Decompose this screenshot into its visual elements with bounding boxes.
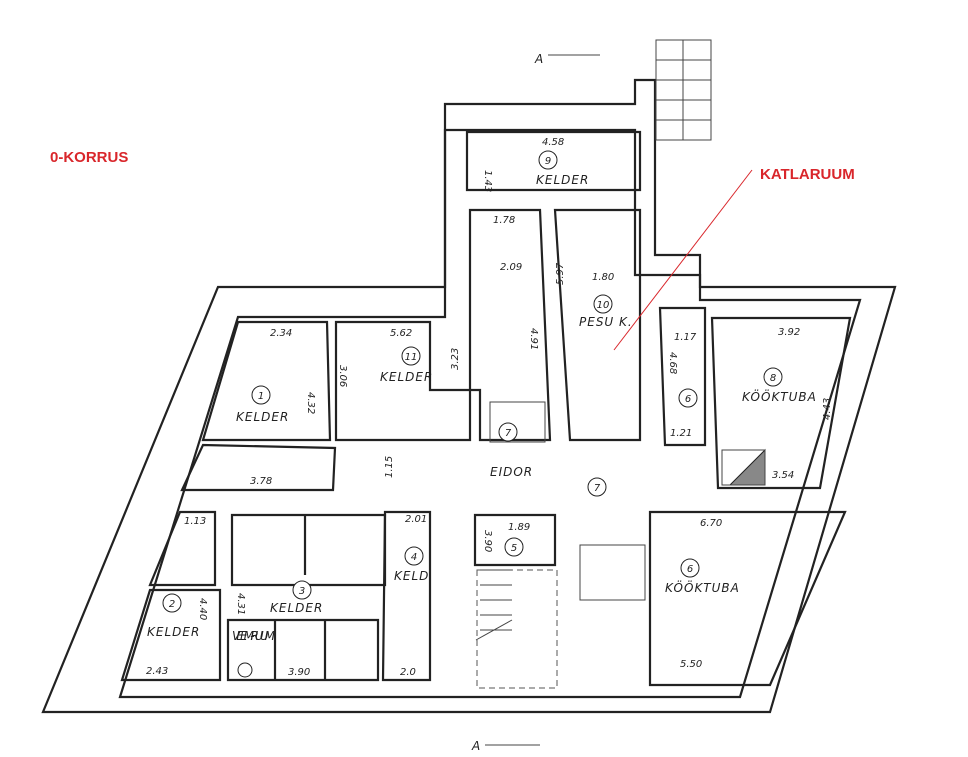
svg-text:4.31: 4.31 <box>235 593 246 615</box>
svg-text:1.89: 1.89 <box>508 522 530 533</box>
room-9: 9 KELDER 4.58 1.43 <box>482 137 589 192</box>
svg-text:1: 1 <box>258 391 264 402</box>
room-6-kooktuba: 6 KÖÖKTUBA 6.70 5.50 <box>665 518 740 670</box>
svg-text:KELDER: KELDER <box>380 370 433 384</box>
svg-text:7: 7 <box>594 483 601 494</box>
svg-text:1.43: 1.43 <box>482 170 493 192</box>
room-1: 1 KELDER 2.34 4.32 3.78 <box>236 328 316 487</box>
svg-text:3: 3 <box>299 586 305 597</box>
section-mark-top: A <box>534 52 544 66</box>
svg-text:2.34: 2.34 <box>270 328 292 339</box>
svg-text:4.68: 4.68 <box>667 352 678 374</box>
room-6-small: 6 1.17 4.68 1.21 <box>667 332 698 439</box>
svg-text:PESU K.: PESU K. <box>579 315 633 329</box>
katlaruum-annotation: KATLARUUM <box>760 166 855 183</box>
svg-text:4.43: 4.43 <box>822 398 833 420</box>
svg-text:4: 4 <box>411 552 417 563</box>
floor-title: 0-KORRUS <box>50 149 128 166</box>
svg-text:1.21: 1.21 <box>670 428 692 439</box>
svg-text:5.62: 5.62 <box>390 328 412 339</box>
annotation-leader-line <box>613 169 753 351</box>
room-11: 11 KELDER 5.62 3.06 3.23 <box>337 328 461 387</box>
svg-text:3.90: 3.90 <box>482 530 493 552</box>
svg-text:3.54: 3.54 <box>772 470 794 481</box>
svg-text:1.15: 1.15 <box>384 456 395 478</box>
svg-text:KÖÖKTUBA: KÖÖKTUBA <box>742 388 817 404</box>
svg-text:3.78: 3.78 <box>250 476 272 487</box>
svg-text:3.06: 3.06 <box>337 365 348 387</box>
svg-text:5: 5 <box>511 543 517 554</box>
svg-text:5.97: 5.97 <box>555 262 566 285</box>
room-2: 2 KELDER 1.13 4.40 2.43 <box>146 516 208 677</box>
room-10-pesukoda: 10 PESU K. 5.97 1.80 <box>555 262 633 329</box>
svg-text:5.50: 5.50 <box>680 659 702 670</box>
svg-text:KELDER: KELDER <box>147 625 200 639</box>
outer-walls <box>41 39 897 714</box>
svg-text:4.32: 4.32 <box>305 392 316 414</box>
svg-text:2.43: 2.43 <box>146 666 168 677</box>
svg-text:9: 9 <box>545 156 551 167</box>
svg-text:KELDER: KELDER <box>270 601 323 615</box>
svg-text:3.23: 3.23 <box>450 348 461 370</box>
svg-text:2: 2 <box>169 599 175 610</box>
interior-walls <box>120 130 852 689</box>
svg-text:6: 6 <box>685 394 691 405</box>
svg-text:KÖÖKTUBA: KÖÖKTUBA <box>665 579 740 595</box>
svg-text:3.92: 3.92 <box>778 327 800 338</box>
room-unnumbered: 1.78 2.09 4.91 <box>493 215 539 350</box>
svg-text:2.09: 2.09 <box>500 262 522 273</box>
svg-text:4.40: 4.40 <box>197 598 208 620</box>
svg-text:6: 6 <box>687 564 693 575</box>
svg-text:8: 8 <box>770 373 776 384</box>
svg-text:1.80: 1.80 <box>592 272 614 283</box>
room-8-kooktuba: 8 KÖÖKTUBA 3.92 4.43 3.54 <box>742 327 833 481</box>
svg-text:KELD: KELD <box>394 569 429 583</box>
svg-text:3.90: 3.90 <box>288 667 310 678</box>
svg-text:10: 10 <box>597 300 610 311</box>
svg-text:1.17: 1.17 <box>674 332 697 343</box>
svg-text:2.0: 2.0 <box>400 667 416 678</box>
svg-text:KELDER: KELDER <box>236 410 289 424</box>
room-7-wc: 7 <box>498 422 518 442</box>
room-4: 4 KELD 2.01 2.0 <box>394 514 429 678</box>
svg-text:4.91: 4.91 <box>528 328 539 350</box>
section-mark-bottom: A <box>471 739 481 753</box>
svg-text:EIDOR: EIDOR <box>490 465 533 479</box>
svg-text:11: 11 <box>405 352 418 363</box>
room-veemruum: VEEM-RUUM <box>232 629 276 678</box>
svg-text:7: 7 <box>505 428 512 439</box>
svg-text:VEEM-RUUM: VEEM-RUUM <box>232 629 276 643</box>
svg-text:1.13: 1.13 <box>184 516 206 527</box>
svg-text:2.01: 2.01 <box>405 514 427 525</box>
svg-text:1.78: 1.78 <box>493 215 515 226</box>
svg-text:KELDER: KELDER <box>536 173 589 187</box>
room-5: 5 1.89 3.90 <box>482 522 530 557</box>
svg-text:6.70: 6.70 <box>700 518 722 529</box>
corridor: 7 EIDOR 1.15 <box>384 456 607 497</box>
room-3: 3 KELDER 4.31 3.90 <box>235 580 323 678</box>
svg-text:4.58: 4.58 <box>542 137 564 148</box>
